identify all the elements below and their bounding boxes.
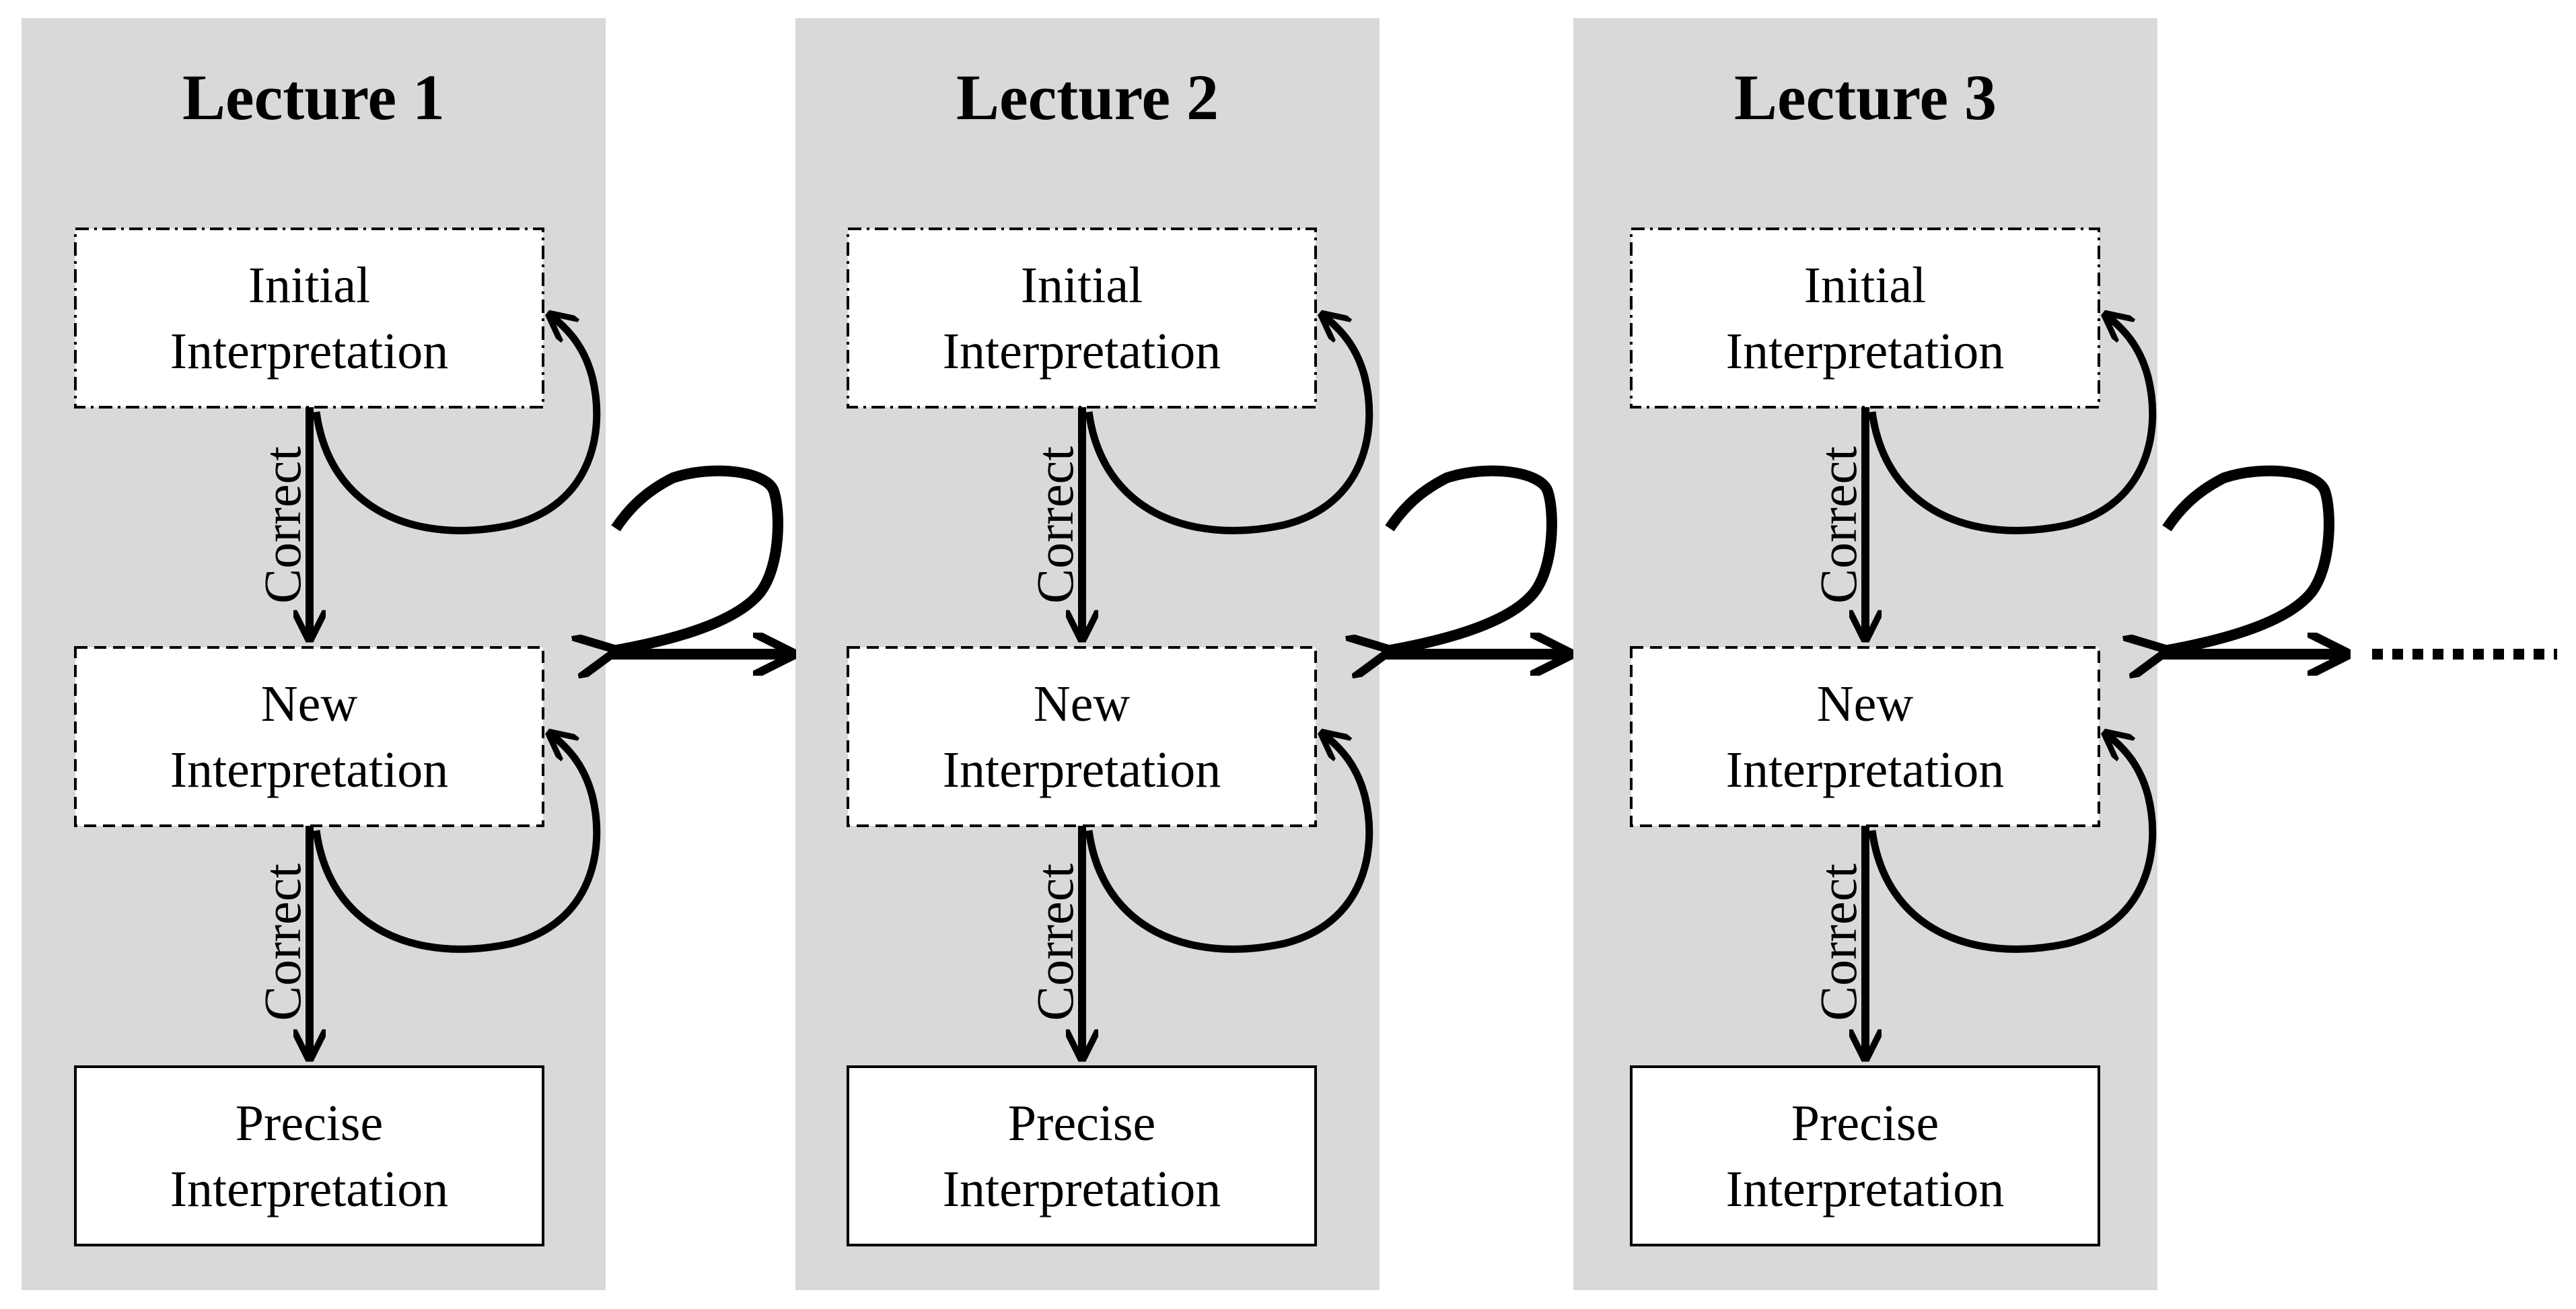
correct-label: Correct [1809,863,1867,1021]
box-line: Initial [248,256,371,314]
new-interpretation-box: New Interpretation [75,647,543,826]
feedback-loop-arrow [312,735,601,953]
feedback-loop-arrow [1868,735,2157,953]
lecture-3-connectors [1630,227,2342,1246]
box-line: Interpretation [170,322,449,380]
precise-interpretation-box: Precise Interpretation [1631,1067,2099,1245]
box-line: Interpretation [170,1160,449,1217]
precise-interpretation-box: Precise Interpretation [75,1067,543,1245]
feedback-loop-arrow [1085,735,1373,953]
precise-box-border [1630,1065,2100,1246]
new-interpretation-box: New Interpretation [848,647,1316,826]
box-line: Interpretation [1725,322,2005,380]
correct-label: Correct [1809,446,1867,604]
box-line: Interpretation [942,741,1221,798]
feedback-loop-arrow [1085,316,1373,534]
correct-label: Correct [253,446,312,604]
box-line: Precise [1791,1094,1939,1152]
lecture-title: Lecture 2 [956,61,1219,133]
box-line: Initial [1020,256,1143,314]
initial-interpretation-box: Initial Interpretation [75,229,543,407]
correct-label: Correct [1026,446,1084,604]
box-line: New [260,675,358,732]
box-line: Interpretation [942,1160,1221,1217]
lecture-1-connectors [74,227,787,1246]
box-line: New [1816,675,1914,732]
box-line: Interpretation [1725,1160,2005,1217]
transition-arrow [2160,465,2334,651]
box-line: Initial [1803,256,1927,314]
new-box-border [1630,646,2100,827]
precise-box-border [847,1065,1317,1246]
lecture-title: Lecture 1 [182,61,445,133]
initial-box-border [1630,227,2100,409]
correct-label: Correct [253,863,312,1021]
lecture-title: Lecture 3 [1733,61,1997,133]
precise-interpretation-box: Precise Interpretation [848,1067,1316,1245]
transition-arrow [1383,465,1557,651]
box-line: Precise [1007,1094,1156,1152]
box-line: Precise [235,1094,384,1152]
new-box-border [847,646,1317,827]
box-line: New [1033,675,1131,732]
feedback-loop-arrow [1868,316,2157,534]
box-line: Interpretation [1725,741,2005,798]
initial-box-border [74,227,544,409]
new-box-border [74,646,544,827]
box-line: Interpretation [170,741,449,798]
feedback-loop-arrow [312,316,601,534]
transition-arrow [609,465,783,651]
lecture-2-connectors [847,227,1565,1246]
new-interpretation-box: New Interpretation [1631,647,2099,826]
initial-interpretation-box: Initial Interpretation [848,229,1316,407]
initial-interpretation-box: Initial Interpretation [1631,229,2099,407]
initial-box-border [847,227,1317,409]
box-line: Interpretation [942,322,1221,380]
precise-box-border [74,1065,544,1246]
correct-label: Correct [1026,863,1084,1021]
